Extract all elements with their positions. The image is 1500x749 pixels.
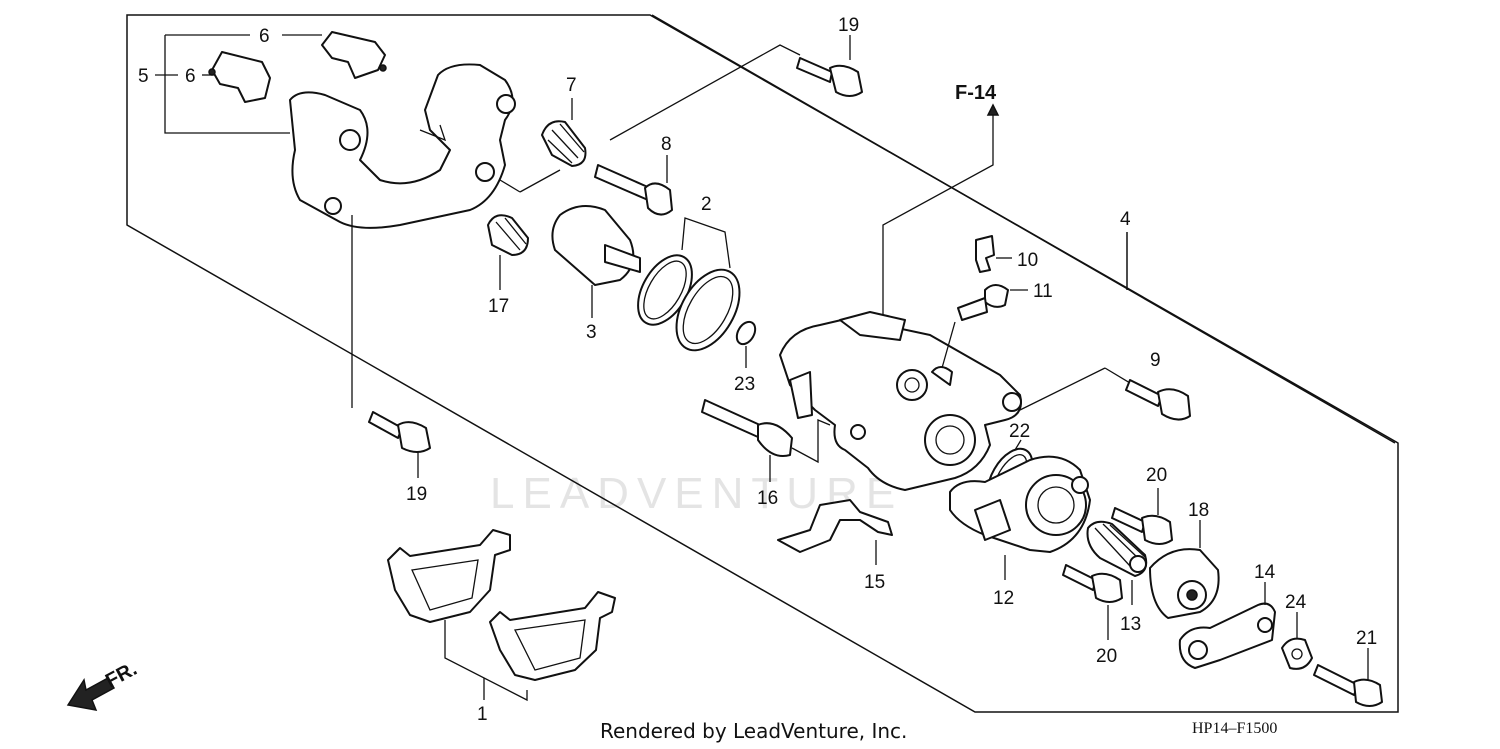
callout-2[interactable]: 2	[701, 194, 712, 215]
diagram-code: HP14–F1500	[1192, 720, 1277, 737]
cap-11-part	[957, 284, 1009, 321]
link-14-part	[1178, 602, 1276, 669]
callout-4[interactable]: 4	[1120, 209, 1131, 230]
callout-22[interactable]: 22	[1009, 421, 1030, 442]
callout-13[interactable]: 13	[1120, 614, 1141, 635]
callout-18[interactable]: 18	[1188, 500, 1209, 521]
callout-10[interactable]: 10	[1017, 250, 1038, 271]
callout-19-left[interactable]: 19	[406, 484, 427, 505]
callout-12[interactable]: 12	[993, 588, 1014, 609]
callout-19-top[interactable]: 19	[838, 15, 859, 36]
callout-6b[interactable]: 6	[185, 66, 196, 87]
callout-20-upper[interactable]: 20	[1146, 465, 1167, 486]
clip-15-part	[777, 499, 893, 553]
leader-f14	[882, 105, 994, 350]
leader-9	[1019, 367, 1106, 411]
bleeder-10-part	[975, 235, 995, 273]
callout-14[interactable]: 14	[1254, 562, 1276, 583]
front-direction-arrow	[66, 676, 116, 711]
ring-23-part	[735, 320, 757, 346]
brake-pad-upper	[387, 529, 511, 623]
callout-9[interactable]: 9	[1150, 350, 1161, 371]
roller-18-part	[1149, 548, 1220, 619]
reference-label-f14[interactable]: F-14	[955, 82, 997, 104]
callout-16[interactable]: 16	[757, 488, 778, 509]
callout-1[interactable]: 1	[477, 704, 488, 725]
bolt-19-top-part	[796, 57, 863, 97]
leader-1	[444, 620, 528, 702]
pin-16-part	[701, 399, 793, 457]
bolt-20-lower-part	[1062, 564, 1123, 603]
callout-21[interactable]: 21	[1356, 628, 1377, 649]
leader-5	[164, 35, 290, 134]
caliper-body-part	[779, 311, 1022, 491]
spring-13-part	[1086, 520, 1148, 577]
callout-23[interactable]: 23	[734, 374, 755, 395]
nut-24-part	[1281, 637, 1313, 670]
callout-11[interactable]: 11	[1033, 281, 1053, 302]
pad-spring-upper	[321, 31, 387, 79]
callout-24[interactable]: 24	[1285, 592, 1307, 613]
leader-2	[681, 217, 731, 269]
piston-3-part	[551, 205, 641, 286]
footer-credit: Rendered by LeadVenture, Inc.	[600, 719, 907, 743]
callout-5[interactable]: 5	[138, 66, 149, 87]
callout-7[interactable]: 7	[566, 75, 577, 96]
frame-line-4	[651, 14, 1396, 444]
callout-8[interactable]: 8	[661, 134, 672, 155]
housing-12-part	[949, 455, 1091, 553]
bolt-19-left-part	[368, 411, 431, 453]
callout-6a[interactable]: 6	[259, 26, 270, 47]
callout-20-lower[interactable]: 20	[1096, 646, 1117, 667]
callout-3[interactable]: 3	[586, 322, 597, 343]
assembly-frame	[126, 14, 1399, 713]
boot-17-part	[487, 214, 529, 256]
bolt-9-part	[1125, 379, 1191, 421]
pad-spring-lower	[208, 51, 271, 103]
boot-7-part	[541, 120, 587, 167]
callout-17[interactable]: 17	[488, 296, 509, 317]
callout-15[interactable]: 15	[864, 572, 885, 593]
brake-pad-lower	[489, 591, 616, 681]
pin-8-part	[594, 164, 673, 216]
seal-2-parts	[637, 254, 741, 352]
bolt-20-upper-part	[1111, 507, 1173, 545]
bolt-21-part	[1313, 664, 1383, 707]
bracket-part	[289, 63, 516, 229]
